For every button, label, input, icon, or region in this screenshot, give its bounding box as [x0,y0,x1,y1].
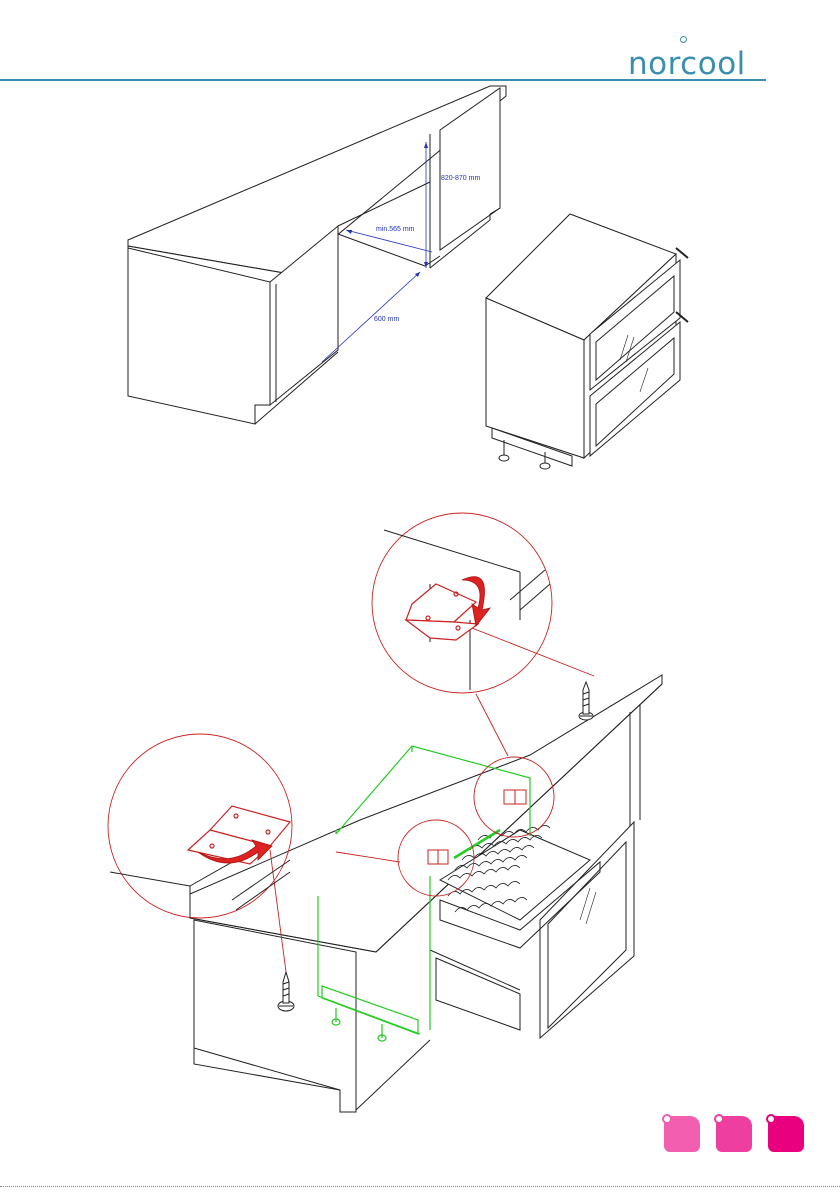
cabinet-niche-drawing [128,86,506,424]
width-dimension-label: 600 mm [374,316,399,323]
fridge-unit-drawing [486,214,688,469]
height-dimension-label: 820-870 mm [441,175,480,182]
mounting-bracket-top [406,584,478,640]
corner-badge-dark-icon [768,1116,804,1152]
corner-badge-light-icon [664,1116,700,1152]
screw-icon-top [579,682,593,720]
installed-cabinet-drawing [190,675,662,1112]
depth-dimension-label: min.565 mm [376,226,415,233]
footer-rule [0,1186,840,1188]
corner-badge-mid-icon [716,1116,752,1152]
